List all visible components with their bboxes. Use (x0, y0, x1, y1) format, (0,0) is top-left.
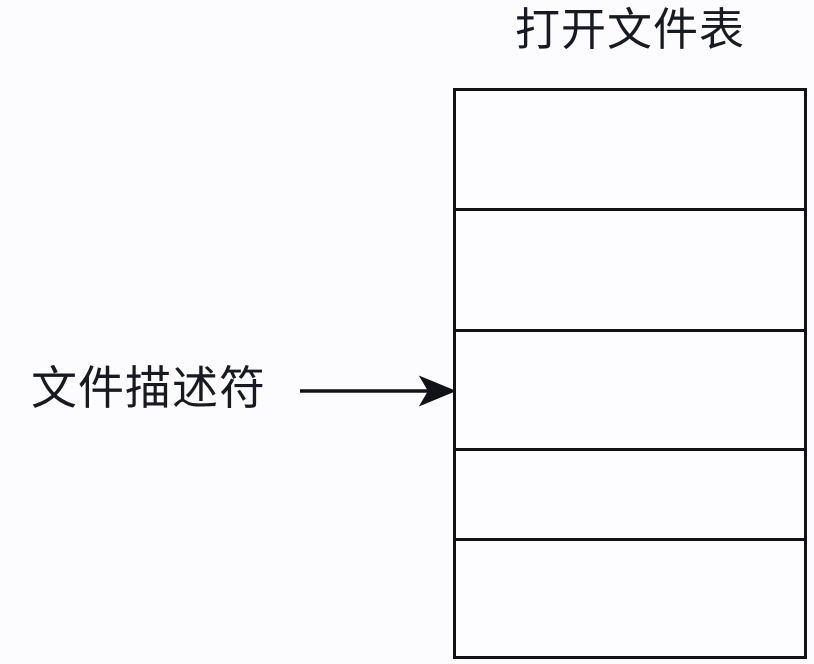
page-title: 打开文件表 (514, 4, 745, 55)
file-descriptor-label: 文件描述符 (31, 362, 266, 414)
open-file-table (453, 88, 807, 659)
open-file-table-row-2[interactable] (456, 211, 804, 332)
open-file-table-row-5[interactable] (456, 541, 804, 656)
open-file-table-row-1[interactable] (456, 91, 804, 212)
file-descriptor-arrow-icon (300, 375, 457, 407)
open-file-table-row-3[interactable] (456, 332, 804, 452)
open-file-table-row-4[interactable] (456, 451, 804, 541)
